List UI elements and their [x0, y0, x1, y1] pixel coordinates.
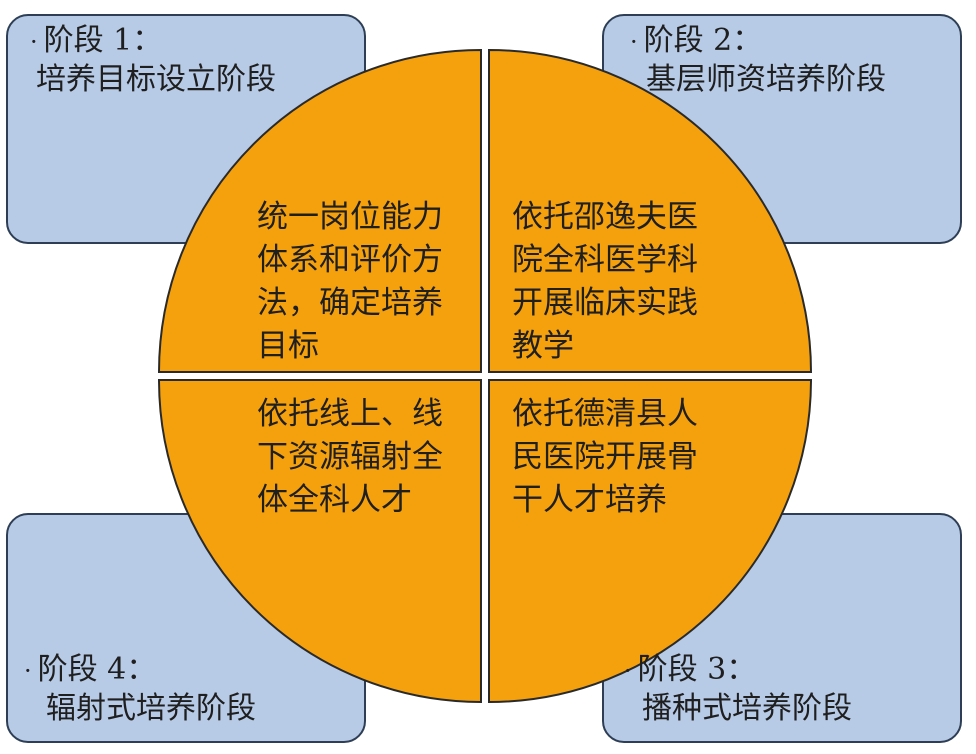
stage-3-bullet: ·	[624, 657, 632, 685]
quadrant-3-line: 民医院开展骨	[512, 439, 698, 475]
quadrant-1-line: 统一岗位能力	[257, 199, 443, 235]
quadrant-top-right	[488, 48, 813, 373]
quadrant-4-line: 体全科人才	[257, 482, 412, 518]
quadrant-4-line: 依托线上、线	[257, 396, 443, 432]
stage-2-title: 阶段 2：	[643, 23, 763, 58]
quadrant-3-line: 依托德清县人	[512, 396, 698, 432]
stage-1-label: ·阶段 1： 培养目标设立阶段	[30, 22, 276, 99]
quadrant-2-line: 教学	[512, 328, 574, 364]
stage-3-title: 阶段 3：	[637, 652, 757, 687]
quadrant-2-line: 院全科医学科	[512, 242, 698, 278]
quadrant-1-text: 统一岗位能力 体系和评价方 法，确定培养 目标	[257, 196, 467, 368]
quadrant-bottom-right	[488, 379, 813, 704]
stage-2-bullet: ·	[630, 28, 638, 56]
quadrant-1-line: 法，确定培养	[257, 285, 443, 321]
stage-4-name: 辐射式培养阶段	[46, 691, 256, 726]
stage-4-title: 阶段 4：	[37, 652, 157, 687]
stage-1-name: 培养目标设立阶段	[36, 62, 276, 97]
quadrant-3-line: 干人才培养	[512, 482, 667, 518]
quadrant-1-line: 目标	[257, 328, 319, 364]
quadrant-1-line: 体系和评价方	[257, 242, 443, 278]
quadrant-4-text: 依托线上、线 下资源辐射全 体全科人才	[257, 393, 467, 522]
quadrant-2-line: 依托邵逸夫医	[512, 199, 698, 235]
quadrant-2-line: 开展临床实践	[512, 285, 698, 321]
quadrant-2-text: 依托邵逸夫医 院全科医学科 开展临床实践 教学	[512, 196, 722, 368]
stage-1-title: 阶段 1：	[43, 23, 163, 58]
stage-4-label: ·阶段 4： 辐射式培养阶段	[24, 651, 256, 728]
stage-3-label: ·阶段 3： 播种式培养阶段	[624, 651, 852, 728]
stage-2-name: 基层师资培养阶段	[646, 62, 886, 97]
quadrant-3-text: 依托德清县人 民医院开展骨 干人才培养	[512, 393, 722, 522]
quadrant-bottom-left	[157, 379, 482, 704]
stage-1-bullet: ·	[30, 28, 38, 56]
stage-3-name: 播种式培养阶段	[642, 691, 852, 726]
stage-2-label: ·阶段 2： 基层师资培养阶段	[630, 22, 886, 99]
quadrant-top-left	[157, 48, 482, 373]
quadrant-4-line: 下资源辐射全	[257, 439, 443, 475]
stage-4-bullet: ·	[24, 657, 32, 685]
